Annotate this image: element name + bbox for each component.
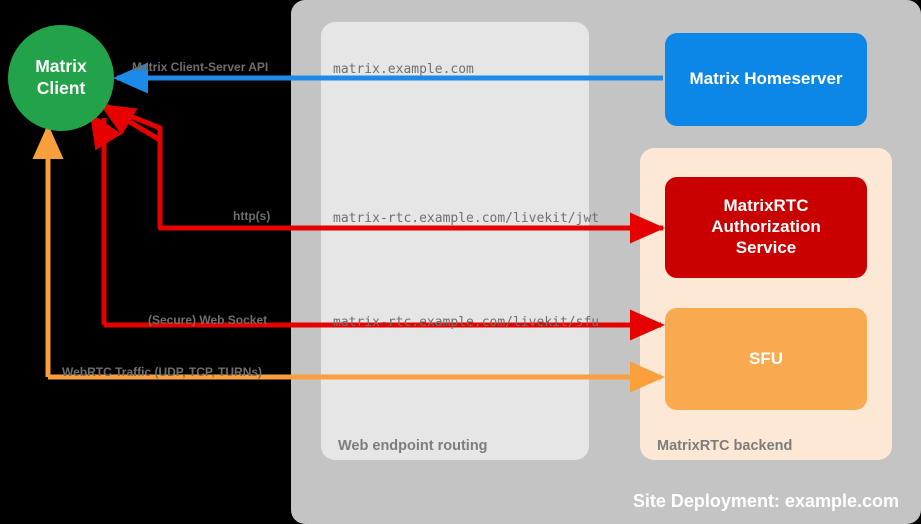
endpoint-label-matrix: matrix.example.com: [333, 62, 474, 77]
matrixrtc-authorization-service-box[interactable]: MatrixRTC Authorization Service: [665, 177, 867, 278]
edge-label-websocket: (Secure) Web Socket: [148, 313, 268, 327]
edge-label-client-server-api: Matrix Client-Server API: [132, 60, 269, 74]
matrix-homeserver-label: Matrix Homeserver: [689, 69, 843, 89]
auth-label-line3: Service: [735, 237, 797, 257]
auth-label-line2: Authorization: [711, 217, 821, 237]
sfu-label: SFU: [749, 348, 783, 368]
connector-webrtc-media: [32, 123, 666, 393]
matrix-homeserver-box[interactable]: Matrix Homeserver: [665, 33, 867, 126]
edge-label-http: http(s): [233, 209, 271, 223]
web-endpoint-routing-panel: [321, 22, 589, 460]
matrixrtc-backend-label: MatrixRTC backend: [657, 438, 793, 454]
client-label-line1: Matrix: [35, 56, 87, 77]
auth-label-line1: MatrixRTC: [723, 196, 809, 216]
sfu-box[interactable]: SFU: [665, 308, 867, 410]
matrix-client-node[interactable]: Matrix Client: [8, 25, 114, 131]
endpoint-label-sfu: matrix-rtc.example.com/livekit/sfu: [333, 315, 600, 330]
endpoint-label-jwt: matrix-rtc.example.com/livekit/jwt: [333, 211, 600, 226]
connector-jwt-auth: [99, 102, 666, 244]
site-deployment-title: Site Deployment: example.com: [632, 491, 899, 511]
web-endpoint-routing-label: Web endpoint routing: [338, 438, 488, 454]
edge-label-webrtc: WebRTC Traffic (UDP, TCP, TURNs): [62, 365, 263, 379]
client-label-line2: Client: [36, 78, 86, 98]
